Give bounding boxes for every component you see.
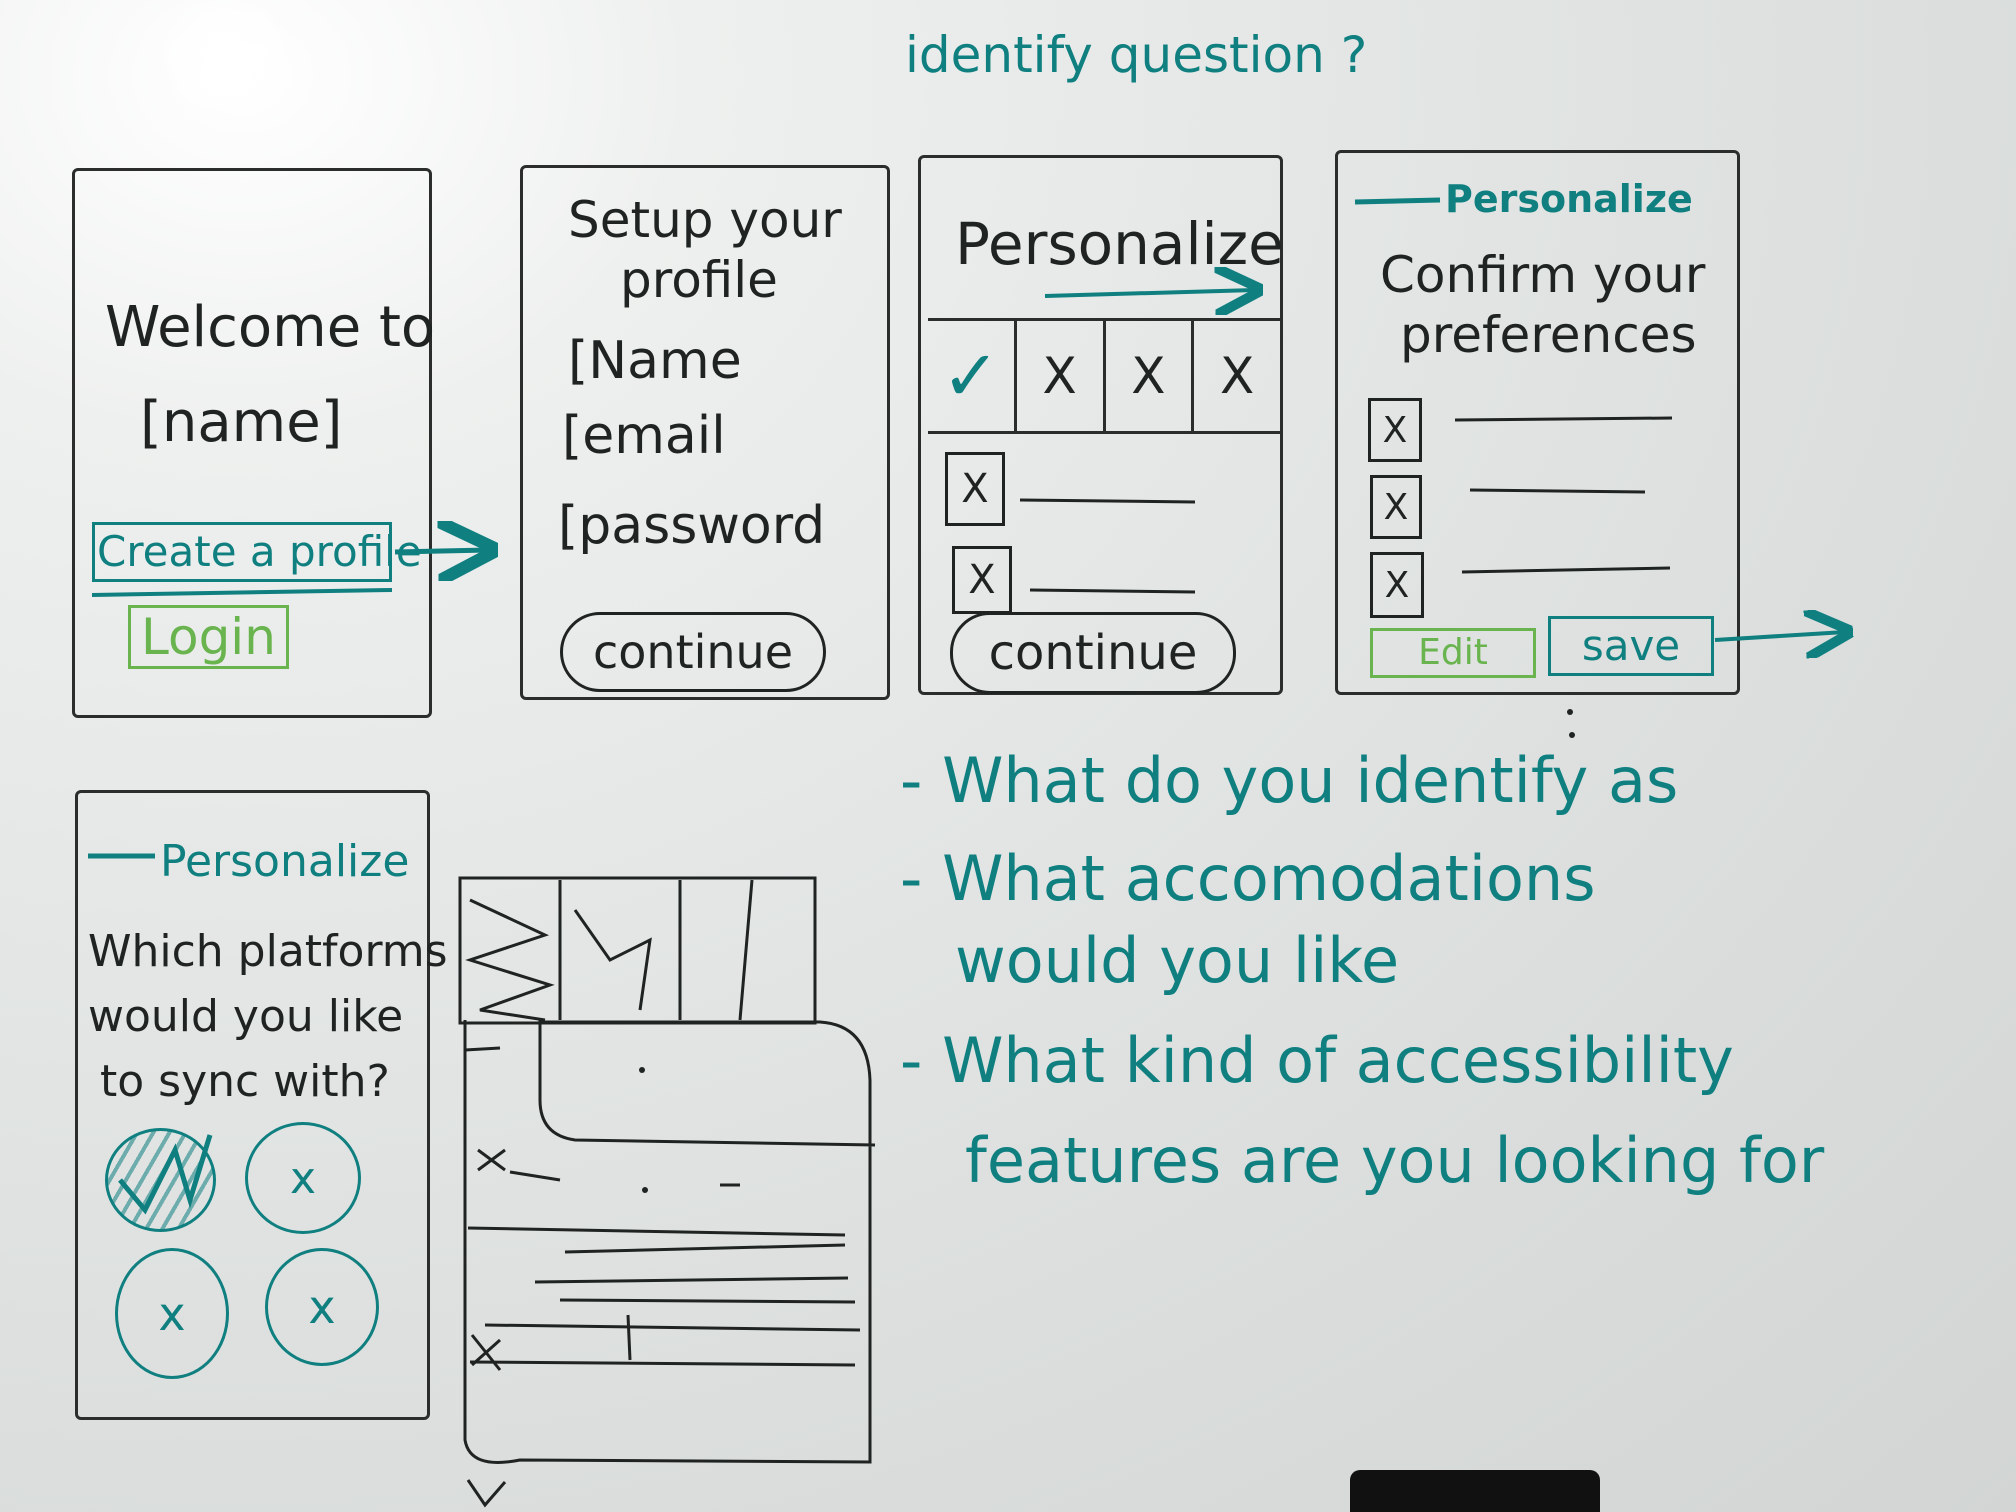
x-icon: x: [289, 1152, 317, 1204]
password-field[interactable]: [password: [558, 496, 826, 556]
confirm-title-line1: Confirm your: [1380, 246, 1706, 304]
tab-2[interactable]: X: [1017, 321, 1106, 431]
x-icon: x: [308, 1280, 336, 1334]
welcome-text: Welcome to: [105, 295, 436, 360]
checkbox-2[interactable]: X: [952, 546, 1012, 614]
sync-question-line2: would you like: [88, 991, 404, 1042]
checkbox-1[interactable]: X: [945, 452, 1005, 526]
platform-option-2[interactable]: x: [245, 1122, 361, 1234]
confirm-title-line2: preferences: [1400, 306, 1697, 364]
tab-3[interactable]: X: [1106, 321, 1195, 431]
x-icon: X: [1042, 347, 1077, 405]
light-glare: [150, 0, 300, 110]
create-profile-button[interactable]: Create a profile: [92, 522, 422, 582]
app-name-placeholder: [name]: [140, 390, 343, 455]
confirm-preferences-sketch: [1335, 150, 1740, 695]
email-field[interactable]: [email: [562, 406, 726, 466]
x-icon: x: [158, 1286, 186, 1341]
setup-title-line1: Setup your: [568, 191, 842, 249]
check-icon: ✓: [941, 335, 1001, 417]
sync-platforms-sketch: [75, 790, 430, 1420]
tab-4[interactable]: X: [1194, 321, 1280, 431]
tab-selected[interactable]: ✓: [928, 321, 1017, 431]
confirm-checkbox-1[interactable]: X: [1368, 398, 1422, 462]
question-accommodations-line2: would you like: [955, 924, 1400, 997]
name-field[interactable]: [Name: [568, 331, 742, 391]
question-accommodations-line1: - What accomodations: [900, 842, 1596, 915]
platform-option-3[interactable]: x: [115, 1248, 229, 1379]
confirm-checkbox-2[interactable]: X: [1370, 475, 1422, 539]
setup-profile-sketch: [520, 165, 890, 700]
question-accessibility-line2: features are you looking for: [965, 1124, 1825, 1197]
welcome-screen-sketch: [72, 168, 432, 718]
personalize-tag: Personalize: [160, 836, 410, 887]
question-identify: - What do you identify as: [900, 744, 1679, 817]
setup-title-line2: profile: [620, 251, 778, 309]
platform-option-selected[interactable]: [105, 1128, 216, 1232]
continue-button[interactable]: continue: [950, 612, 1236, 694]
x-icon: X: [1219, 347, 1255, 405]
x-icon: X: [1131, 347, 1166, 405]
edit-button[interactable]: Edit: [1370, 628, 1536, 678]
tab-row: ✓ X X X: [928, 318, 1280, 434]
confirm-checkbox-3[interactable]: X: [1370, 552, 1424, 618]
rough-sketch-panel: [463, 1020, 876, 1464]
sync-question-line3: to sync with?: [100, 1056, 390, 1107]
save-button[interactable]: save: [1548, 616, 1714, 676]
rough-sketch-top: [458, 876, 817, 1025]
continue-button[interactable]: continue: [560, 612, 826, 692]
identify-question-note: identify question ?: [905, 26, 1368, 84]
login-button[interactable]: Login: [128, 605, 289, 669]
question-accessibility-line1: - What kind of accessibility: [900, 1024, 1734, 1097]
platform-option-4[interactable]: x: [265, 1248, 379, 1366]
whiteboard-marker: [1350, 1470, 1600, 1512]
sync-question-line1: Which platforms: [88, 926, 448, 977]
personalize-tag: Personalize: [1445, 177, 1693, 221]
personalize-title: Personalize: [955, 210, 1284, 278]
